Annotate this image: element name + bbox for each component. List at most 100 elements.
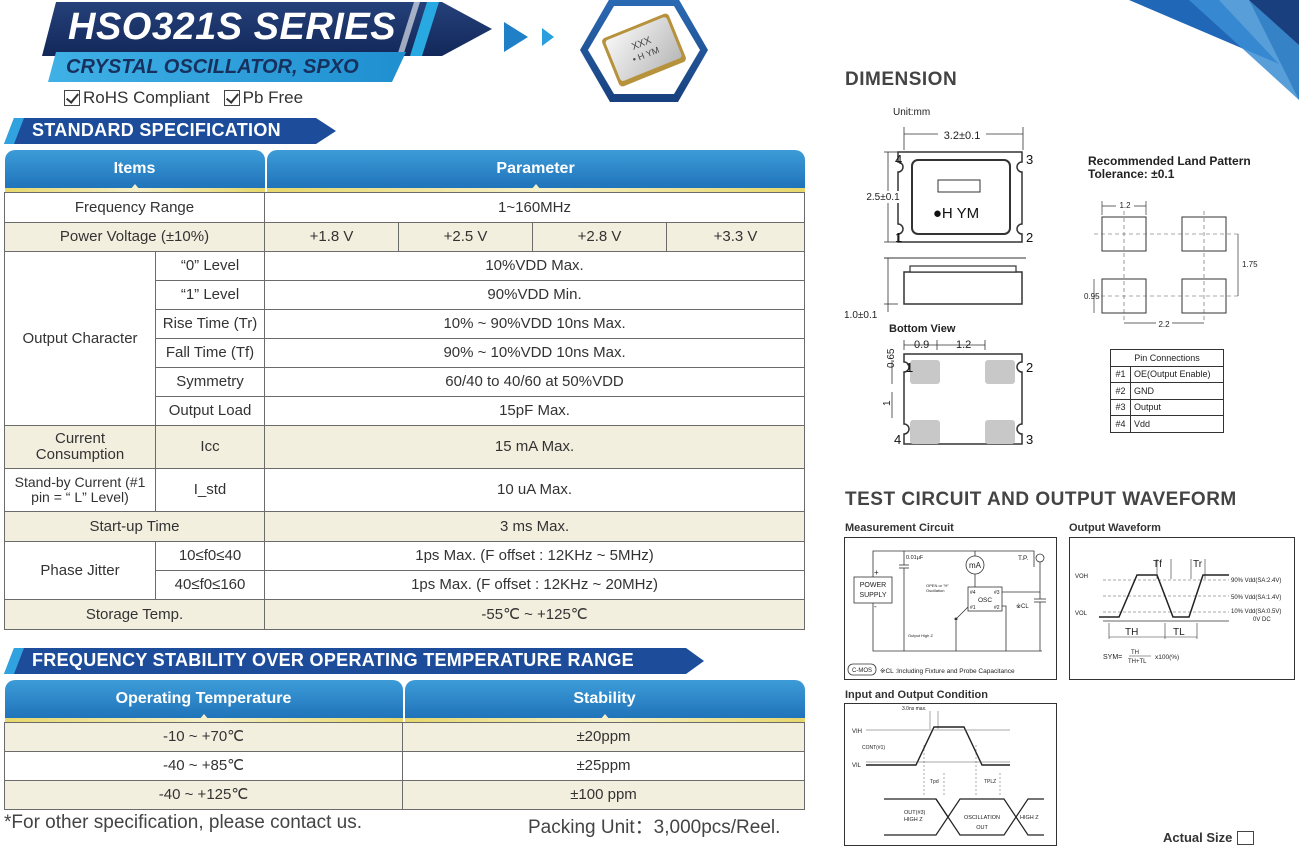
svg-text:C-MOS: C-MOS [852, 668, 872, 674]
svg-text:1.2: 1.2 [1119, 201, 1131, 210]
svg-text:3: 3 [1026, 152, 1033, 167]
table-row: Current Consumption Icc 15 mA Max. [4, 425, 806, 469]
svg-text:HIGH Z: HIGH Z [1020, 815, 1039, 821]
arrows-icon [504, 22, 554, 52]
table-row: -10 ~ +70℃ ±20ppm [4, 722, 805, 752]
svg-text:Tpd: Tpd [930, 779, 939, 785]
svg-text:50% Vdd(SA:1.4V): 50% Vdd(SA:1.4V) [1231, 595, 1281, 601]
svg-text:#3: #3 [994, 590, 1000, 596]
header-parameter: Parameter [265, 150, 805, 193]
svg-text:+: + [874, 568, 879, 577]
table-row: Power Voltage (±10%) +1.8 V +2.5 V +2.8 … [3, 222, 806, 252]
row-label: Rise Time (Tr) [154, 309, 266, 339]
svg-text:TH: TH [1131, 650, 1139, 656]
row-label: Power Voltage (±10%) [3, 222, 266, 252]
row-value: 1ps Max. (F offset : 12KHz ~ 20MHz) [264, 570, 806, 600]
svg-text:1.2: 1.2 [956, 339, 971, 351]
row-label: Fall Time (Tf) [154, 338, 266, 368]
svg-text:1.0±0.1: 1.0±0.1 [844, 310, 878, 321]
svg-text:TH: TH [1125, 627, 1138, 638]
svg-text:TH+TL: TH+TL [1128, 659, 1147, 665]
svg-text:3: 3 [1026, 432, 1033, 447]
row-label: “0” Level [154, 251, 266, 281]
row-value: +2.8 V [532, 222, 668, 252]
svg-text:OSC: OSC [978, 597, 992, 604]
measurement-circuit-label: Measurement Circuit [845, 522, 954, 534]
svg-text:SUPPLY: SUPPLY [859, 592, 886, 599]
pin-name: Output [1130, 398, 1224, 416]
table-row: “1” Level 90%VDD Min. [5, 280, 806, 310]
svg-text:SYM=: SYM= [1103, 654, 1122, 661]
svg-text:Tf: Tf [1153, 559, 1162, 570]
row-value: 90% ~ 10%VDD 10ns Max. [264, 338, 806, 368]
standard-spec-title: STANDARD SPECIFICATION [32, 120, 281, 140]
svg-text:VOL: VOL [1075, 611, 1088, 617]
row-value: +2.5 V [398, 222, 534, 252]
row-value: 15 mA Max. [264, 425, 806, 469]
svg-text:#1: #1 [970, 605, 976, 611]
freq-stability-table: Operating Temperature Stability -10 ~ +7… [4, 680, 805, 810]
temp-cell: -40 ~ +85℃ [4, 751, 403, 781]
header-items: Items [4, 150, 265, 193]
section-bar [4, 118, 336, 144]
row-label: 40≤f0≤160 [154, 570, 266, 600]
svg-text:90% Vdd(SA:2.4V): 90% Vdd(SA:2.4V) [1231, 578, 1281, 584]
svg-text:0.65: 0.65 [886, 348, 897, 368]
land-pattern-title: Recommended Land Pattern [1088, 154, 1251, 168]
table-row: Output Character “0” Level 10%VDD Max. [4, 251, 806, 426]
pin-number: #3 [1110, 398, 1131, 416]
checkbox-checked-icon [64, 90, 80, 106]
svg-text:※CL: ※CL [1016, 603, 1029, 610]
footnote: *For other specification, please contact… [4, 812, 363, 833]
table-row: -40 ~ +85℃ ±25ppm [4, 751, 805, 781]
compliance-row: RoHS Compliant Pb Free [64, 88, 303, 108]
rohs-label: RoHS Compliant [83, 88, 210, 107]
row-value: 10% ~ 90%VDD 10ns Max. [264, 309, 806, 339]
svg-text:2.5±0.1: 2.5±0.1 [866, 192, 900, 203]
table-row: Stand-by Current (#1 pin = “ L” Level) I… [4, 468, 806, 512]
section-bar [4, 648, 704, 674]
group-label: Phase Jitter [4, 541, 156, 600]
group-label: Output Character [4, 251, 156, 426]
row-label: Current Consumption [4, 425, 156, 469]
table-row: Phase Jitter 10≤f0≤40 1ps Max. (F offset… [4, 541, 806, 600]
svg-text:mA: mA [969, 561, 982, 570]
subtitle: CRYSTAL OSCILLATOR, SPXO [66, 56, 359, 78]
svg-text:3.0ns max.: 3.0ns max. [902, 706, 926, 712]
subtitle-bar [48, 52, 406, 82]
row-value: 15pF Max. [264, 396, 806, 426]
freq-stability-title: FREQUENCY STABILITY OVER OPERATING TEMPE… [32, 650, 634, 670]
svg-text:Output High Z: Output High Z [908, 633, 933, 638]
svg-text:VOH: VOH [1075, 574, 1088, 580]
svg-text:OPEN or "H": OPEN or "H" [926, 583, 949, 588]
row-label: Frequency Range [3, 192, 266, 223]
temp-cell: -40 ~ +125℃ [4, 780, 403, 810]
svg-text:4: 4 [895, 152, 902, 167]
row-label: Start-up Time [3, 511, 266, 542]
unit-label: Unit:mm [893, 107, 931, 118]
checkbox-checked-icon [223, 90, 240, 106]
header-temp: Operating Temperature [4, 680, 403, 723]
row-label: Symmetry [154, 367, 266, 397]
table-row: 40≤f0≤160 1ps Max. (F offset : 12KHz ~ 2… [5, 570, 806, 600]
row-value: 90%VDD Min. [264, 280, 806, 310]
pin-name: Vdd [1130, 415, 1224, 433]
table-row: -40 ~ +125℃ ±100 ppm [4, 780, 805, 810]
table-header-row: Operating Temperature Stability [4, 680, 805, 723]
svg-text:#2: #2 [994, 605, 1000, 611]
svg-text:T.P.: T.P. [1018, 555, 1029, 562]
svg-text:TL: TL [1173, 627, 1185, 638]
svg-text:Bottom View: Bottom View [889, 323, 956, 335]
tolerance-label: Tolerance: ±0.1 [1088, 167, 1175, 181]
svg-text:※CL :Including Fixture and Pro: ※CL :Including Fixture and Probe Capacit… [880, 668, 1015, 675]
pin-number: #2 [1110, 382, 1131, 400]
svg-text:TPLZ: TPLZ [984, 779, 996, 785]
stability-cell: ±25ppm [402, 751, 805, 781]
test-circuit-title: TEST CIRCUIT AND OUTPUT WAVEFORM [845, 489, 1237, 510]
io-condition-diagram: 3.0ns max. VIH VIL CONT(#1) Tpd TPLZ OUT… [844, 703, 1057, 846]
stability-cell: ±20ppm [402, 722, 805, 752]
oscillator-chip-image: XXX • H YM [580, 0, 708, 102]
measurement-circuit-diagram: POWER SUPPLY + - 0.01μF mA OSC #4 #3 #1 … [844, 537, 1057, 680]
table-row: Start-up Time 3 ms Max. [3, 511, 806, 542]
